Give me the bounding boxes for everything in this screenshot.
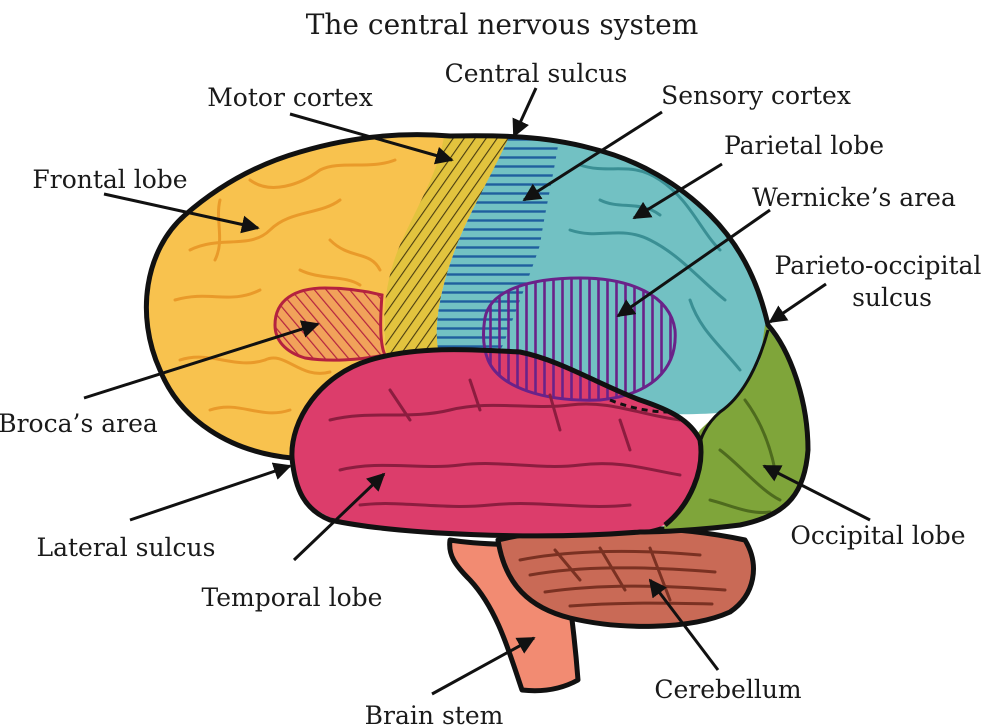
label-motor-cortex: Motor cortex: [207, 83, 373, 112]
label-parietal-lobe: Parietal lobe: [724, 131, 884, 160]
label-parieto-occipital-2: sulcus: [852, 283, 932, 312]
label-brocas-area: Broca’s area: [0, 409, 158, 438]
label-parieto-occipital-1: Parieto-occipital: [775, 251, 982, 280]
label-temporal-lobe: Temporal lobe: [202, 583, 383, 612]
label-lateral-sulcus: Lateral sulcus: [36, 533, 215, 562]
arrow-central-sulcus: [514, 88, 536, 136]
brocas-area-shape: [275, 288, 385, 360]
label-frontal-lobe: Frontal lobe: [32, 165, 187, 194]
label-brain-stem: Brain stem: [365, 701, 504, 728]
cerebrum: [100, 120, 810, 542]
label-cerebellum: Cerebellum: [654, 675, 802, 704]
label-wernickes-area: Wernicke’s area: [752, 183, 956, 212]
label-sensory-cortex: Sensory cortex: [661, 81, 851, 110]
label-central-sulcus: Central sulcus: [445, 59, 628, 88]
arrow-parieto-occipital: [770, 284, 826, 322]
diagram-title: The central nervous system: [306, 8, 699, 41]
label-occipital-lobe: Occipital lobe: [790, 521, 965, 550]
arrow-lateral-sulcus: [130, 466, 290, 520]
